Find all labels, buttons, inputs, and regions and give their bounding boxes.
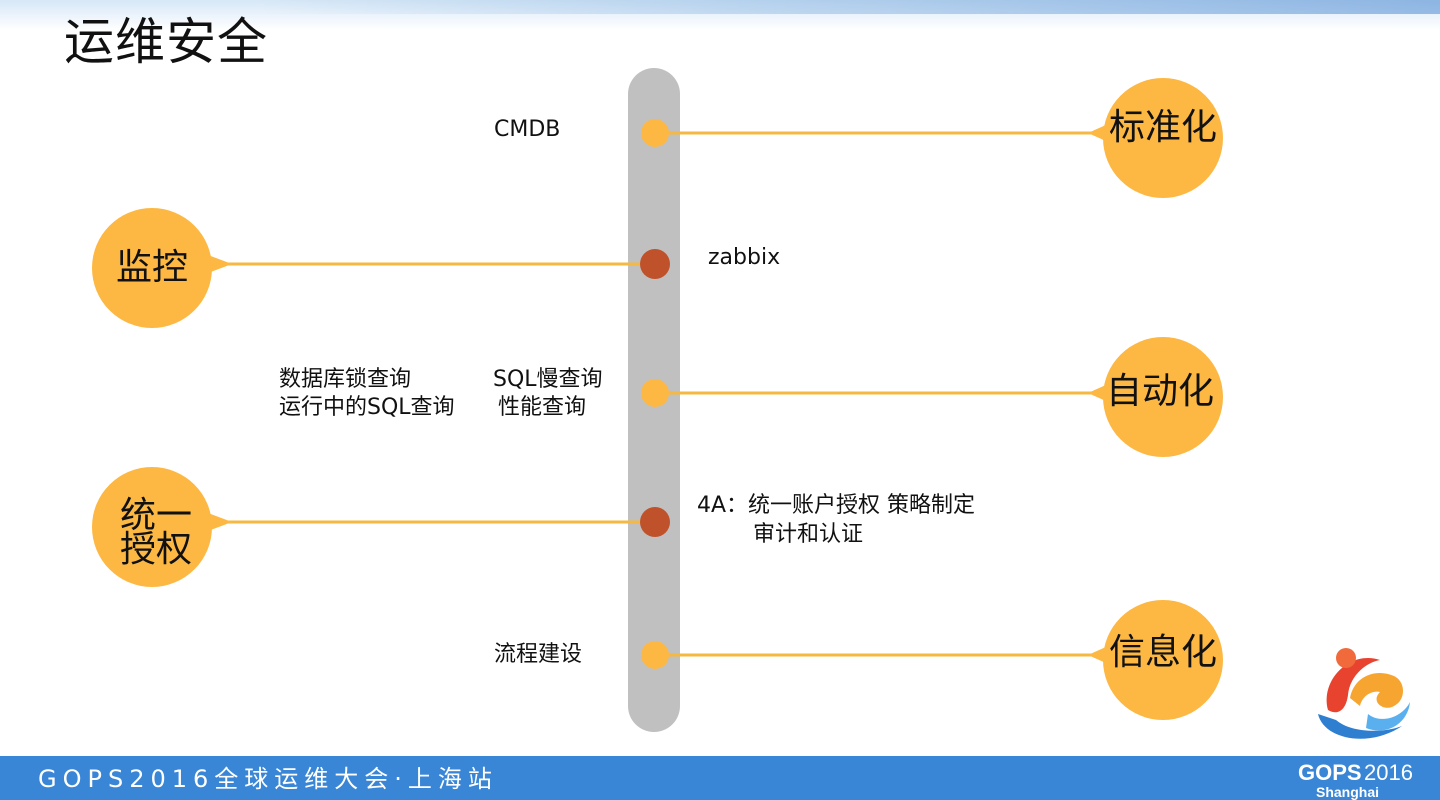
circle-monitoring bbox=[92, 208, 212, 328]
note-process: 流程建设 bbox=[494, 642, 583, 667]
node-4a bbox=[640, 507, 670, 537]
note-zabbix: zabbix bbox=[708, 245, 781, 270]
footer-bar: GOPS2016全球运维大会·上海站 GOPS 2016 Shanghai bbox=[0, 756, 1440, 800]
node-sql bbox=[641, 379, 669, 407]
node-cmdb bbox=[641, 119, 669, 147]
circle-standardization bbox=[1103, 78, 1223, 198]
circle-label-standardization: 标准化 bbox=[1108, 107, 1217, 148]
tail-left-2 bbox=[208, 513, 232, 531]
brand-year: 2016 bbox=[1364, 760, 1413, 785]
footer-brand: GOPS 2016 Shanghai bbox=[1290, 756, 1440, 800]
circle-label-unified-line1: 统一 bbox=[119, 495, 192, 536]
circle-label-monitoring: 监控 bbox=[115, 247, 188, 288]
circle-informatization bbox=[1103, 600, 1223, 720]
note-audit: 审计和认证 bbox=[753, 522, 864, 547]
note-cmdb: CMDB bbox=[494, 117, 561, 142]
circle-label-unified-line2: 授权 bbox=[119, 529, 192, 570]
circle-automation bbox=[1103, 337, 1223, 457]
footer-event-text: GOPS2016全球运维大会·上海站 bbox=[38, 765, 498, 793]
note-4a: 4A：统一账户授权 策略制定 bbox=[697, 493, 976, 518]
node-process bbox=[641, 641, 669, 669]
tail-right-3 bbox=[1088, 646, 1108, 664]
page-title: 运维安全 bbox=[64, 13, 268, 71]
circle-unified-auth bbox=[92, 467, 212, 587]
tail-left-1 bbox=[208, 255, 232, 273]
tail-right-2 bbox=[1088, 384, 1108, 402]
tail-right-1 bbox=[1088, 124, 1108, 142]
gops-logo bbox=[1318, 648, 1410, 739]
brand-city: Shanghai bbox=[1316, 784, 1380, 800]
node-zabbix bbox=[640, 249, 670, 279]
ops-security-diagram bbox=[92, 68, 1223, 732]
note-db-lock: 数据库锁查询 bbox=[279, 367, 412, 392]
note-performance: 性能查询 bbox=[498, 395, 587, 420]
note-slow-sql: SQL慢查询 bbox=[493, 367, 603, 392]
circle-label-informatization: 信息化 bbox=[1108, 632, 1217, 673]
top-decor-band bbox=[0, 0, 1440, 30]
circle-label-automation: 自动化 bbox=[1105, 371, 1214, 412]
note-running-sql: 运行中的SQL查询 bbox=[279, 395, 455, 420]
brand-name: GOPS bbox=[1298, 760, 1362, 785]
